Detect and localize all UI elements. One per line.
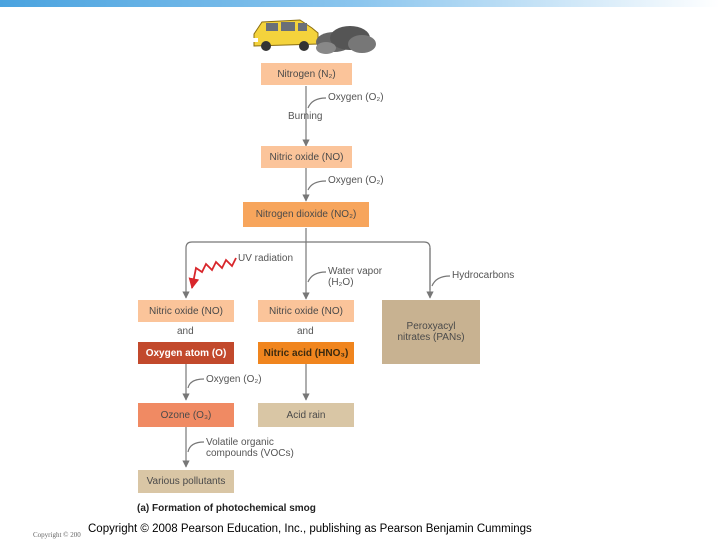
car-icon bbox=[252, 19, 319, 51]
uv-radiation-icon bbox=[188, 257, 237, 290]
label-vocs: Volatile organic compounds (VOCs) bbox=[206, 437, 294, 459]
copyright-small: Copyright © 200 bbox=[33, 531, 81, 539]
label-oxygen-2: Oxygen (O₂) bbox=[328, 175, 384, 186]
node-ozone: Ozone (O₃) bbox=[138, 403, 234, 427]
node-oxygen-atom: Oxygen atom (O) bbox=[138, 342, 234, 364]
node-nitrogen-dioxide: Nitrogen dioxide (NO₂) bbox=[243, 202, 369, 227]
label-water-vapor: Water vapor (H₂O) bbox=[328, 266, 383, 288]
label-oxygen-1: Oxygen (O₂) bbox=[328, 92, 384, 103]
node-acid-rain: Acid rain bbox=[258, 403, 354, 427]
node-nitric-acid: Nitric acid (HNO₃) bbox=[258, 342, 354, 364]
node-nitric-oxide-left: Nitric oxide (NO) bbox=[138, 300, 234, 322]
smoke-cloud-icon bbox=[316, 26, 376, 54]
figure-caption: (a) Formation of photochemical smog bbox=[137, 503, 316, 514]
label-oxygen-3: Oxygen (O₂) bbox=[206, 374, 262, 385]
label-hydrocarbons: Hydrocarbons bbox=[452, 270, 515, 281]
label-and-left: and bbox=[177, 326, 194, 337]
top-gradient-bar bbox=[0, 0, 720, 7]
label-and-mid: and bbox=[297, 326, 314, 337]
label-burning: Burning bbox=[288, 111, 323, 122]
node-nitric-oxide-top: Nitric oxide (NO) bbox=[261, 146, 352, 168]
label-uv-radiation: UV radiation bbox=[238, 253, 294, 264]
node-pans: Peroxyacyl nitrates (PANs) bbox=[382, 300, 480, 364]
node-nitrogen: Nitrogen (N₂) bbox=[261, 63, 352, 85]
node-various-pollutants: Various pollutants bbox=[138, 470, 234, 493]
node-nitric-oxide-mid: Nitric oxide (NO) bbox=[258, 300, 354, 322]
copyright-main: Copyright © 2008 Pearson Education, Inc.… bbox=[88, 523, 532, 535]
